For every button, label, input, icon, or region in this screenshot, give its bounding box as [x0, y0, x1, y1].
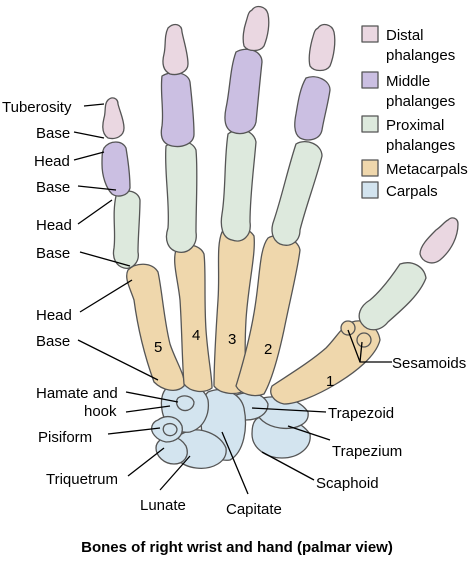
- leader-base-metacarpal: [77, 339, 159, 381]
- metacarpal-4: [174, 244, 213, 393]
- leader-hamate-hook: [125, 405, 171, 413]
- legend: Distal phalanges Middle phalanges Proxim…: [361, 25, 468, 200]
- sesamoid-bone-b: [356, 332, 372, 348]
- proximal-phalanges: [112, 129, 427, 331]
- leader-head-middle: [73, 151, 105, 161]
- metacarpal-2: [235, 235, 301, 397]
- sesamoid-bones: [340, 320, 372, 348]
- legend-swatch-metacarpals: [361, 159, 379, 177]
- proximal-phalanx-2: [271, 141, 323, 246]
- leader-triquetrum: [127, 447, 165, 477]
- distal-phalanges: [102, 5, 459, 264]
- distal-phalanx-5: [102, 97, 125, 140]
- legend-distal-line1: Distal: [386, 27, 424, 44]
- label-hamate-line2: hook: [84, 403, 117, 420]
- leader-head-metacarpal: [79, 279, 133, 313]
- leader-capitate: [221, 431, 249, 495]
- leader-base-distal: [73, 131, 105, 139]
- leader-tuberosity: [83, 103, 105, 107]
- metacarpal-number-2: 2: [264, 341, 272, 358]
- metacarpal-number-3: 3: [228, 331, 236, 348]
- legend-distal-line2: phalanges: [386, 47, 455, 64]
- middle-phalanx-5: [101, 141, 131, 197]
- distal-phalanx-4: [162, 23, 189, 76]
- hamate-hook: [175, 395, 195, 412]
- leader-pisiform: [107, 427, 161, 435]
- legend-swatch-proximal: [361, 115, 379, 133]
- proximal-phalanx-3: [220, 129, 257, 242]
- metacarpal-number-1: 1: [326, 373, 334, 390]
- label-base-distal: Base: [36, 125, 70, 142]
- distal-phalanx-1: [419, 217, 459, 264]
- label-base-metacarpal: Base: [36, 333, 70, 350]
- label-base-middle: Base: [36, 179, 70, 196]
- leader-lunate: [159, 455, 191, 491]
- middle-phalanx-3: [224, 48, 263, 135]
- leader-sesamoid-b: [359, 341, 363, 363]
- label-base-proximal: Base: [36, 245, 70, 262]
- label-lunate: Lunate: [140, 497, 186, 514]
- legend-swatch-middle: [361, 71, 379, 89]
- middle-phalanx-4: [160, 71, 195, 148]
- label-scaphoid: Scaphoid: [316, 475, 379, 492]
- label-head-metacarpal: Head: [36, 307, 72, 324]
- leader-trapezoid: [251, 407, 327, 413]
- carpal-bones: [150, 383, 311, 469]
- legend-item-metacarpals: Metacarpals: [361, 159, 468, 178]
- label-tuberosity: Tuberosity: [2, 99, 72, 116]
- triquetrum-bone: [155, 435, 188, 465]
- metacarpal-5: [126, 263, 185, 392]
- label-head-proximal: Head: [36, 217, 72, 234]
- proximal-phalanx-5: [112, 190, 141, 269]
- leader-lines: [73, 103, 392, 495]
- distal-phalanx-3: [242, 5, 270, 52]
- legend-item-distal: Distal phalanges: [361, 25, 455, 64]
- left-labels: Tuberosity Base Head Base Head Base Head…: [2, 99, 282, 518]
- leader-scaphoid: [261, 451, 315, 481]
- label-trapezoid: Trapezoid: [328, 405, 394, 422]
- proximal-phalanx-4: [164, 140, 198, 253]
- legend-carpals-line1: Carpals: [386, 183, 438, 200]
- metacarpal-number-5: 5: [154, 339, 162, 356]
- metacarpal-number-4: 4: [192, 327, 200, 344]
- label-triquetrum: Triquetrum: [46, 471, 118, 488]
- sesamoid-bone-a: [340, 320, 356, 336]
- label-sesamoids: Sesamoids: [392, 355, 466, 372]
- label-pisiform: Pisiform: [38, 429, 92, 446]
- leader-head-proximal: [77, 199, 113, 225]
- legend-proximal-line2: phalanges: [386, 137, 455, 154]
- figure-caption: Bones of right wrist and hand (palmar vi…: [81, 539, 393, 556]
- proximal-phalanx-1: [358, 262, 427, 331]
- middle-phalanges: [101, 48, 331, 197]
- legend-middle-line2: phalanges: [386, 93, 455, 110]
- legend-proximal-line1: Proximal: [386, 117, 444, 134]
- label-capitate: Capitate: [226, 501, 282, 518]
- legend-swatch-carpals: [361, 181, 379, 199]
- legend-metacarpals-line1: Metacarpals: [386, 161, 468, 178]
- legend-middle-line1: Middle: [386, 73, 430, 90]
- metacarpal-numbers: 1 2 3 4 5: [154, 327, 334, 390]
- legend-item-carpals: Carpals: [361, 181, 438, 200]
- legend-item-middle: Middle phalanges: [361, 71, 455, 110]
- leader-base-proximal: [79, 251, 131, 267]
- leader-hamate: [125, 391, 179, 403]
- label-hamate-line1: Hamate and: [36, 385, 118, 402]
- distal-phalanx-2: [308, 23, 336, 72]
- metacarpal-bones: [126, 226, 381, 405]
- pisiform-inner: [162, 422, 178, 437]
- right-labels: Sesamoids Trapezoid Trapezium Scaphoid: [316, 355, 466, 492]
- middle-phalanx-2: [294, 76, 331, 141]
- label-trapezium: Trapezium: [332, 443, 402, 460]
- label-head-middle: Head: [34, 153, 70, 170]
- leader-trapezium: [287, 425, 331, 441]
- legend-swatch-distal: [361, 25, 379, 43]
- legend-item-proximal: Proximal phalanges: [361, 115, 455, 154]
- leader-base-middle: [77, 185, 117, 191]
